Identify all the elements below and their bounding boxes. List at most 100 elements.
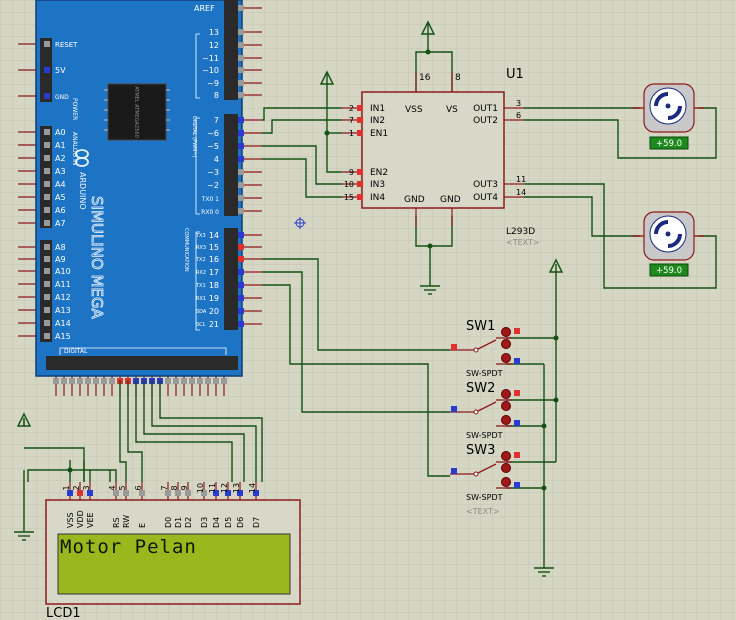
driver-in3-label: IN3 <box>370 180 385 190</box>
pin-marker <box>44 93 50 99</box>
pin-marker <box>238 29 244 35</box>
pin-marker <box>175 490 181 496</box>
lcd-pin-8-number: 8 <box>170 485 179 490</box>
motor-1[interactable]: +59.0 <box>632 83 704 150</box>
switch-1-type: SW-SPDT <box>466 369 503 378</box>
pin-marker <box>238 156 244 162</box>
lcd-pin-rs-label: RS <box>112 517 121 528</box>
pin-marker <box>238 182 244 188</box>
lcd-screen <box>57 533 291 595</box>
pin-marker <box>44 256 50 262</box>
pin-marker <box>61 378 67 384</box>
pin-marker <box>85 378 91 384</box>
pin-21-label: 21 <box>209 320 219 329</box>
analog-a11-label: A11 <box>55 280 71 289</box>
pin-16-label: 16 <box>209 255 219 264</box>
driver-pin-16: 16 <box>419 73 431 83</box>
board-brand: SIMULINO MEGA <box>88 196 106 319</box>
driver-out3-label: OUT3 <box>473 180 498 190</box>
pin-2-label: ~2 <box>207 181 219 190</box>
chip-label: ATMEL ATMEGA2560 <box>133 86 139 138</box>
pin-marker <box>173 378 179 384</box>
analog-a14-label: A14 <box>55 319 71 328</box>
pin-marker <box>44 268 50 274</box>
pin-8-label: 8 <box>214 91 219 100</box>
switch-2-type: SW-SPDT <box>466 431 503 440</box>
switch-3-ref: SW3 <box>466 443 495 458</box>
analog-a7-label: A7 <box>55 219 66 228</box>
motor-2[interactable]: +59.0 <box>632 211 704 277</box>
pin-marker <box>238 208 244 214</box>
pin-marker <box>357 181 363 187</box>
pin-marker <box>44 244 50 250</box>
crosshair-cursor-icon <box>294 217 306 229</box>
pin-marker <box>238 5 244 11</box>
analog-a3-label: A3 <box>55 167 66 176</box>
pin-marker <box>87 490 93 496</box>
lcd-pin-e-label: E <box>138 523 147 528</box>
lcd-pin-6-number: 6 <box>134 485 143 490</box>
lcd-module[interactable]: 1VSS2VDD3VEE4RS5RW6E7D08D19D210D311D412D… <box>45 482 301 620</box>
pin-marker <box>44 181 50 187</box>
pin-marker <box>514 452 520 458</box>
pin-marker <box>139 490 145 496</box>
driver-vss-label: VSS <box>405 105 423 115</box>
pin-marker <box>67 490 73 496</box>
pin-marker <box>238 169 244 175</box>
pin-marker <box>44 307 50 313</box>
driver-vs-label: VS <box>446 105 458 115</box>
lcd-pin-7-number: 7 <box>160 485 169 490</box>
pin-marker <box>238 308 244 314</box>
pin-marker <box>44 333 50 339</box>
driver-pin-10-number: 10 <box>344 180 354 189</box>
pin-marker <box>44 281 50 287</box>
pin-sda-label: SDA <box>196 309 207 315</box>
pin-marker <box>123 490 129 496</box>
pin-marker <box>165 490 171 496</box>
pin-aref-label: AREF <box>194 4 215 13</box>
analog-a9-label: A9 <box>55 255 66 264</box>
ground-terminals <box>14 285 554 577</box>
pin-marker <box>53 378 59 384</box>
wires <box>23 34 717 568</box>
analog-a5-label: A5 <box>55 193 66 202</box>
pin-rx2-label: RX2 <box>196 270 206 276</box>
pin-10-label: ~10 <box>202 66 219 75</box>
pin-marker <box>238 321 244 327</box>
pin-marker <box>113 490 119 496</box>
pin-marker <box>357 130 363 136</box>
pin-marker <box>185 490 191 496</box>
analog-a6-label: A6 <box>55 206 66 215</box>
driver-pin-3-number: 3 <box>516 99 521 108</box>
pin-marker <box>44 320 50 326</box>
pin-marker <box>44 67 50 73</box>
comm-section-label: COMMUNICATION <box>183 228 189 272</box>
lcd-pin-1-number: 1 <box>62 485 71 490</box>
analog-section-label: ANALOG IN <box>71 132 78 165</box>
analog-a0-label: A0 <box>55 128 66 137</box>
pin-marker <box>77 378 83 384</box>
pin-marker <box>357 169 363 175</box>
pin-marker <box>44 41 50 47</box>
motor-1-readout: +59.0 <box>656 139 682 149</box>
lcd-pin-d2-label: D2 <box>184 517 193 528</box>
driver-in2-label: IN2 <box>370 116 385 126</box>
pin-4-label: 4 <box>214 155 219 164</box>
pin-scl-label: SCL <box>196 322 206 328</box>
lcd-pin-d4-label: D4 <box>212 517 221 528</box>
pin-3-label: ~3 <box>207 168 219 177</box>
analog-a1-label: A1 <box>55 141 66 150</box>
driver-part: L293D <box>506 227 535 237</box>
arduino-mega[interactable]: ATMEL ATMEGA2560 SIMULINO MEGA ARDUINO R… <box>18 0 262 396</box>
lcd-pin-3-number: 3 <box>82 485 91 490</box>
switch-3-text: <TEXT> <box>466 507 500 516</box>
pin-marker <box>238 256 244 262</box>
lcd-pin-11-number: 11 <box>208 483 217 493</box>
power-gnd-label: GND <box>55 94 69 101</box>
pin-marker <box>201 490 207 496</box>
